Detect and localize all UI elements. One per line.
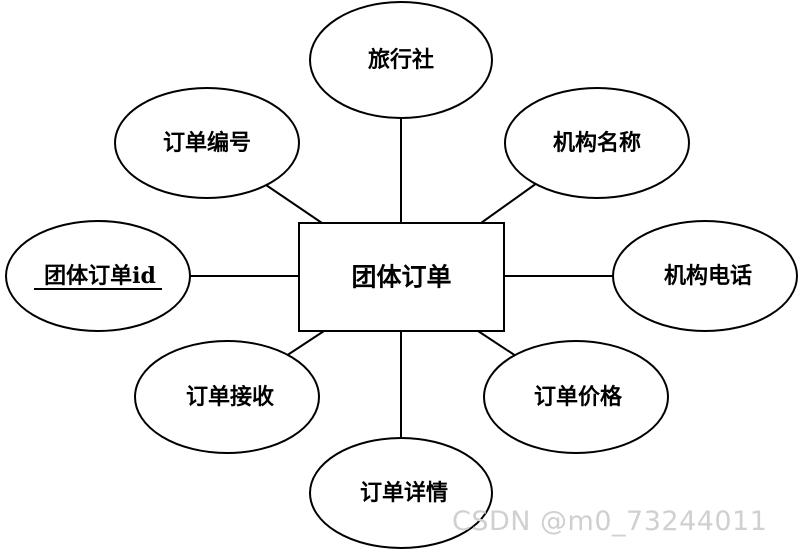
attribute-label: 旅行社 — [368, 47, 434, 73]
attribute-group-order-id: 团体订单id — [5, 220, 191, 332]
attribute-label: 订单编号 — [163, 130, 251, 156]
attribute-label: 机构名称 — [553, 130, 641, 156]
attribute-label: 订单详情 — [360, 480, 448, 506]
attribute-order-price: 订单价格 — [483, 340, 669, 454]
attribute-org-name: 机构名称 — [504, 87, 690, 199]
attribute-ellipse — [5, 220, 191, 332]
attribute-ellipse — [134, 340, 320, 454]
edge-order-number — [265, 184, 323, 224]
attribute-label: 订单接收 — [186, 384, 274, 410]
connector-lines — [190, 118, 613, 439]
attribute-org-phone: 机构电话 — [612, 220, 798, 332]
attribute-order-number: 订单编号 — [114, 87, 300, 199]
attribute-ellipse — [504, 87, 690, 199]
edge-order-receive — [285, 330, 325, 357]
attribute-label: 团体订单id — [44, 263, 156, 289]
attribute-ellipse — [309, 1, 493, 119]
attribute-ellipse — [309, 437, 493, 549]
entity-box — [298, 222, 505, 332]
entity-group-order: 团体订单 — [298, 222, 505, 332]
attribute-label: 订单价格 — [534, 384, 623, 410]
attribute-label: 机构电话 — [664, 263, 752, 289]
attribute-order-detail: 订单详情 — [309, 437, 493, 549]
edge-org-name — [480, 182, 538, 224]
edge-order-price — [477, 330, 517, 357]
watermark: CSDN @m0_73244011 — [452, 506, 768, 537]
attribute-travel-agency: 旅行社 — [309, 1, 493, 119]
attribute-order-receive: 订单接收 — [134, 340, 320, 454]
attribute-ellipse — [114, 87, 300, 199]
entity-label: 团体订单 — [351, 263, 451, 292]
attribute-ellipse — [483, 340, 669, 454]
attribute-ellipse — [612, 220, 798, 332]
